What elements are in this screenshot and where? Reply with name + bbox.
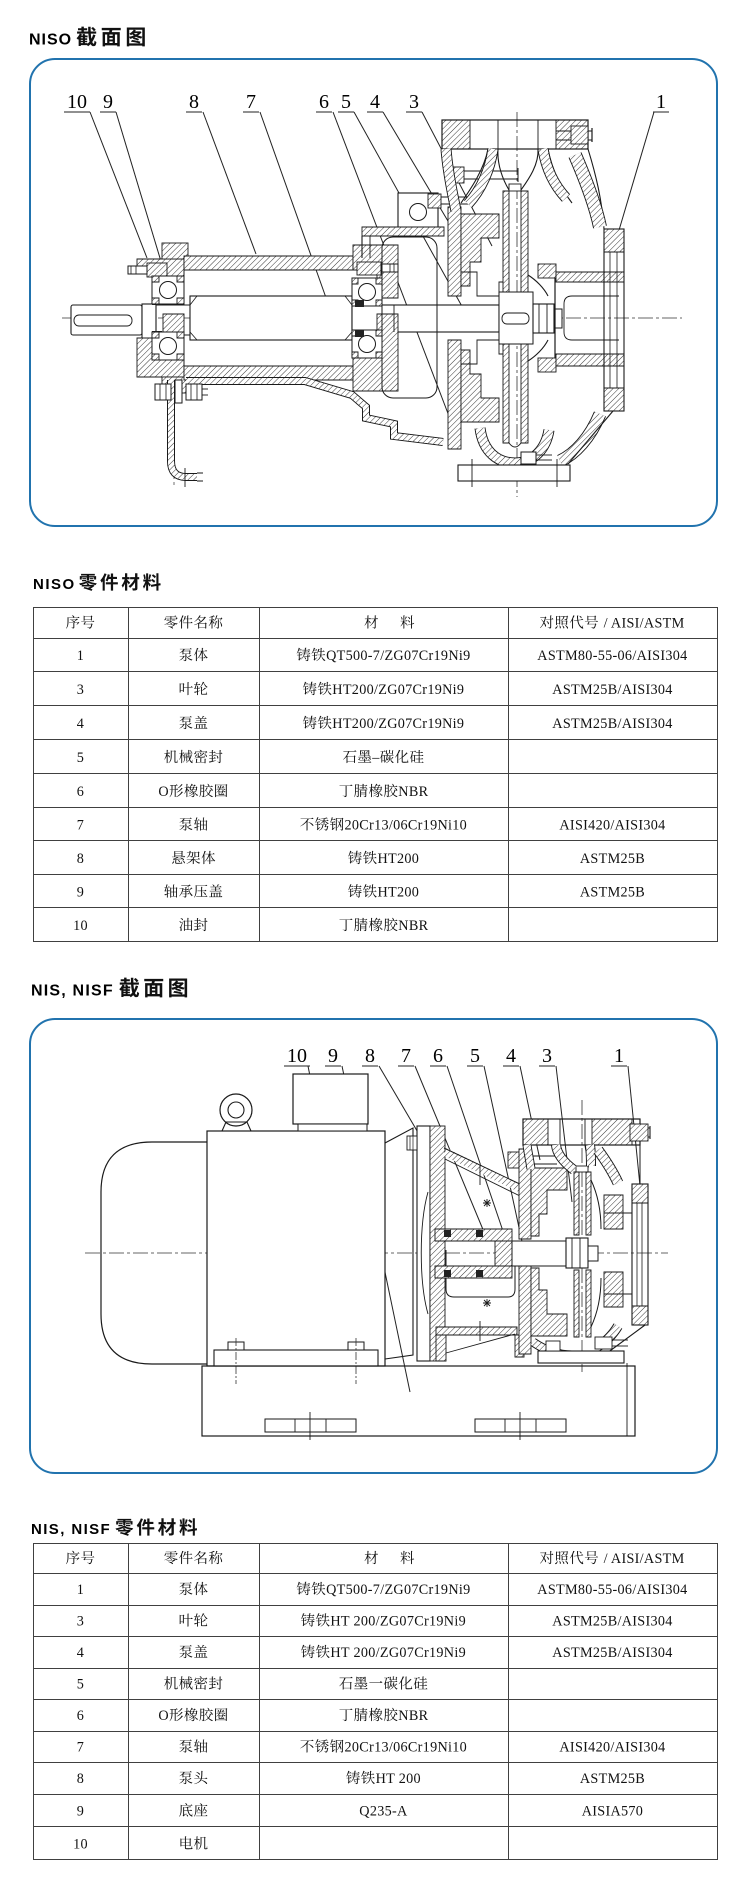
svg-text:1: 1 — [614, 1045, 624, 1067]
svg-text:ASTM80-55-06/AISI304: ASTM80-55-06/AISI304 — [537, 1582, 687, 1598]
svg-text:4: 4 — [77, 716, 84, 732]
svg-text:4: 4 — [370, 91, 380, 113]
svg-text:O: O — [158, 784, 169, 800]
svg-text:HT 200/ZG07Cr19Ni9: HT 200/ZG07Cr19Ni9 — [330, 1614, 466, 1630]
svg-text:ASTM80-55-06/AISI304: ASTM80-55-06/AISI304 — [537, 648, 687, 664]
svg-text:–: – — [371, 750, 380, 766]
svg-text:NISO: NISO — [29, 32, 72, 49]
svg-text:5: 5 — [341, 91, 351, 113]
svg-text:3: 3 — [77, 1614, 84, 1630]
svg-text:1: 1 — [77, 648, 84, 664]
svg-text:NBR: NBR — [398, 1708, 428, 1724]
svg-text:NBR: NBR — [398, 784, 428, 800]
svg-text:6: 6 — [77, 1708, 84, 1724]
svg-text:3: 3 — [542, 1045, 552, 1067]
svg-text:8: 8 — [77, 851, 84, 867]
svg-text:AISI420/AISI304: AISI420/AISI304 — [559, 818, 665, 834]
svg-text:7: 7 — [401, 1045, 411, 1067]
svg-text:3: 3 — [77, 682, 84, 698]
svg-text:6: 6 — [433, 1045, 443, 1067]
svg-text:8: 8 — [189, 91, 199, 113]
svg-text:/ AISI/ASTM: / AISI/ASTM — [604, 616, 685, 632]
svg-text:ASTM25B/AISI304: ASTM25B/AISI304 — [552, 1614, 672, 1630]
svg-text:8: 8 — [365, 1045, 375, 1067]
svg-text:O: O — [158, 1708, 169, 1724]
svg-text:10: 10 — [67, 91, 87, 113]
svg-text:7: 7 — [246, 91, 256, 113]
svg-text:NIS, NISF: NIS, NISF — [31, 1521, 111, 1538]
svg-text:/ AISI/ASTM: / AISI/ASTM — [604, 1551, 685, 1567]
svg-text:8: 8 — [77, 1771, 84, 1787]
svg-text:10: 10 — [73, 1837, 88, 1853]
svg-text:ASTM25B: ASTM25B — [580, 851, 645, 867]
svg-text:HT 200: HT 200 — [376, 1771, 421, 1787]
svg-text:20Cr13/06Cr19Ni10: 20Cr13/06Cr19Ni10 — [345, 818, 468, 834]
svg-text:NBR: NBR — [398, 918, 428, 934]
svg-text:HT200/ZG07Cr19Ni9: HT200/ZG07Cr19Ni9 — [332, 682, 464, 698]
svg-text:5: 5 — [77, 750, 84, 766]
svg-text:AISI420/AISI304: AISI420/AISI304 — [559, 1740, 665, 1756]
svg-text:Q235-A: Q235-A — [359, 1804, 408, 1820]
svg-text:1: 1 — [77, 1582, 84, 1598]
svg-text:20Cr13/06Cr19Ni10: 20Cr13/06Cr19Ni10 — [345, 1740, 468, 1756]
svg-text:10: 10 — [73, 918, 88, 934]
svg-text:7: 7 — [77, 1740, 84, 1756]
svg-text:7: 7 — [77, 818, 84, 834]
svg-text:NIS, NISF: NIS, NISF — [31, 983, 114, 1000]
svg-text:9: 9 — [77, 885, 84, 901]
svg-text:ASTM25B: ASTM25B — [580, 885, 645, 901]
svg-text:1: 1 — [656, 91, 666, 113]
svg-text:9: 9 — [103, 91, 113, 113]
svg-text:QT500-7/ZG07Cr19Ni9: QT500-7/ZG07Cr19Ni9 — [326, 648, 470, 664]
svg-text:ASTM25B: ASTM25B — [580, 1771, 645, 1787]
svg-text:5: 5 — [77, 1677, 84, 1693]
svg-text:HT 200/ZG07Cr19Ni9: HT 200/ZG07Cr19Ni9 — [330, 1645, 466, 1661]
svg-text:4: 4 — [77, 1645, 84, 1661]
svg-text:6: 6 — [77, 784, 84, 800]
svg-text:9: 9 — [328, 1045, 338, 1067]
svg-text:10: 10 — [287, 1045, 307, 1067]
svg-text:AISIA570: AISIA570 — [582, 1804, 644, 1820]
svg-text:QT500-7/ZG07Cr19Ni9: QT500-7/ZG07Cr19Ni9 — [326, 1582, 470, 1598]
svg-text:HT200: HT200 — [378, 851, 420, 867]
svg-text:3: 3 — [409, 91, 419, 113]
svg-text:6: 6 — [319, 91, 329, 113]
svg-text:HT200/ZG07Cr19Ni9: HT200/ZG07Cr19Ni9 — [332, 716, 464, 732]
svg-text:4: 4 — [506, 1045, 516, 1067]
svg-text:ASTM25B/AISI304: ASTM25B/AISI304 — [552, 1645, 672, 1661]
svg-text:ASTM25B/AISI304: ASTM25B/AISI304 — [552, 682, 672, 698]
svg-text:ASTM25B/AISI304: ASTM25B/AISI304 — [552, 716, 672, 732]
svg-text:NISO: NISO — [33, 576, 76, 593]
svg-text:5: 5 — [470, 1045, 480, 1067]
svg-text:HT200: HT200 — [378, 885, 420, 901]
svg-text:9: 9 — [77, 1804, 84, 1820]
